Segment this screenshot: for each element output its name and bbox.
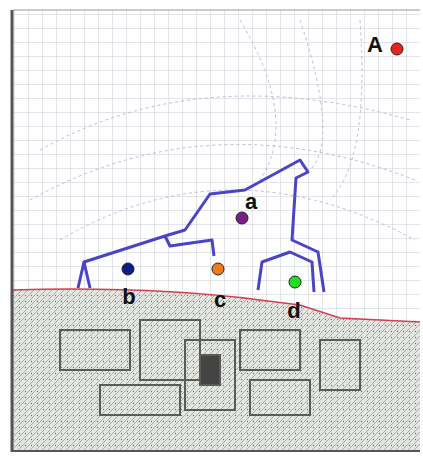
point-label: b xyxy=(122,286,135,308)
point-label: d xyxy=(287,300,300,322)
building-outline xyxy=(78,160,324,292)
point-dot xyxy=(289,276,301,288)
ground-line xyxy=(12,289,420,322)
point-label: c xyxy=(214,289,226,311)
point-label: a xyxy=(245,191,257,213)
frame-border xyxy=(12,10,420,11)
point-label: A xyxy=(367,34,383,56)
frame-border xyxy=(11,10,14,452)
grid xyxy=(12,10,420,450)
contour-lines xyxy=(30,20,415,240)
point-dot xyxy=(212,263,224,275)
point-dot xyxy=(122,263,134,275)
point-dot xyxy=(236,212,248,224)
point-dot xyxy=(391,43,403,55)
frame-border xyxy=(12,450,420,452)
underground-blocks xyxy=(60,320,360,415)
ground-region xyxy=(12,289,420,450)
